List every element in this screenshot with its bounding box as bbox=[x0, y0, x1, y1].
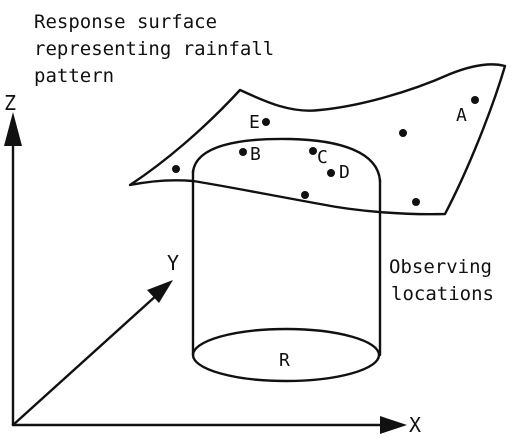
x-axis-arrowhead bbox=[380, 416, 407, 434]
point-a-label: A bbox=[456, 105, 467, 126]
z-axis-arrowhead bbox=[4, 112, 22, 146]
point-b-dot bbox=[239, 148, 247, 156]
y-axis-arrowhead bbox=[147, 280, 173, 303]
point-b-label: B bbox=[250, 144, 261, 165]
cylinder-top-rim bbox=[191, 137, 382, 183]
caption-line-2: representing rainfall bbox=[34, 38, 274, 60]
caption-line-1: Response surface bbox=[34, 11, 217, 33]
point-c-dot bbox=[309, 147, 317, 155]
observation-points bbox=[172, 96, 479, 206]
z-axis-label: Z bbox=[4, 91, 16, 115]
point-a-dot bbox=[471, 96, 479, 104]
observation-dot bbox=[172, 165, 180, 173]
point-d-label: D bbox=[339, 162, 350, 183]
observation-dot bbox=[399, 129, 407, 137]
observation-dot bbox=[412, 198, 420, 206]
coordinate-axes bbox=[4, 112, 407, 434]
point-c-label: C bbox=[317, 147, 328, 168]
observing-locations-line-1: Observing bbox=[389, 256, 492, 278]
observation-dot bbox=[301, 191, 309, 199]
cylinder bbox=[191, 137, 382, 383]
point-e-dot bbox=[262, 118, 270, 126]
x-axis-label: X bbox=[409, 413, 421, 436]
caption-line-3: pattern bbox=[34, 65, 114, 87]
y-axis-line bbox=[11, 292, 160, 427]
point-e-label: E bbox=[249, 112, 260, 133]
y-axis-label: Y bbox=[167, 251, 179, 275]
point-d-dot bbox=[327, 169, 335, 177]
observing-locations-line-2: locations bbox=[391, 283, 494, 305]
response-surface bbox=[128, 63, 507, 216]
region-r-label: R bbox=[279, 350, 290, 371]
region-r-ellipse bbox=[191, 327, 381, 383]
